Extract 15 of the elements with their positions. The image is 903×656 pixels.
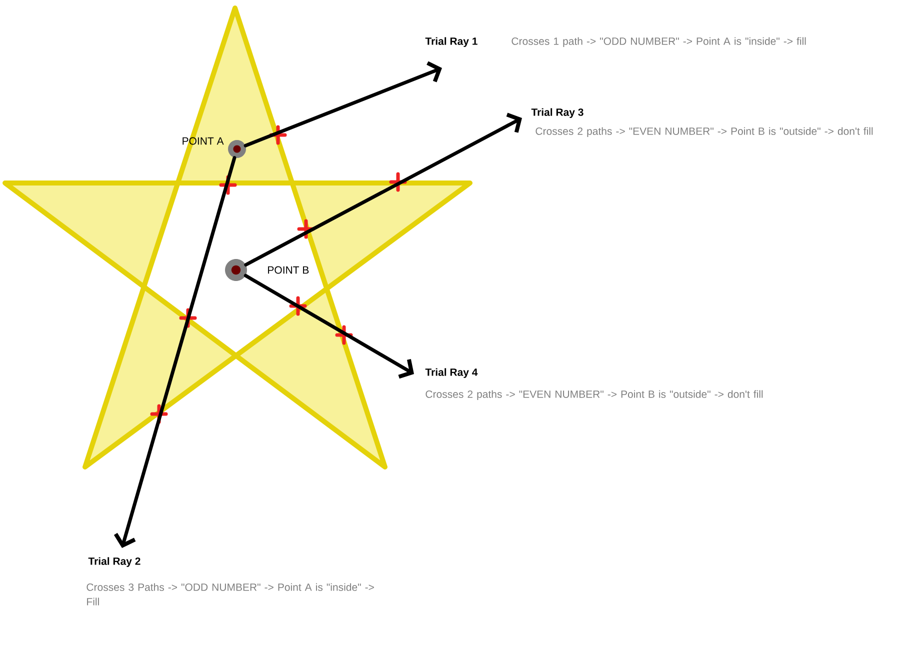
point-marker: [225, 259, 247, 281]
ray-description: Crosses 2 paths -> "EVEN NUMBER" -> Point B is "outside" -> don't fill: [426, 390, 763, 400]
ray-heading: Trial Ray 1: [425, 37, 478, 47]
ray-arrow: [244, 112, 522, 266]
point-label: POINT B: [268, 266, 309, 274]
ray-arrow: [244, 274, 414, 379]
ray-arrow: [244, 61, 442, 148]
ray-description: Crosses 1 path -> "ODD NUMBER" -> Point A is "inside" -> fill: [512, 37, 806, 47]
ray-heading: Trial Ray 2: [88, 557, 140, 567]
ray-description: Crosses 2 paths -> "EVEN NUMBER" -> Point B is "outside" -> don't fill: [536, 127, 873, 137]
ray-arrow: [114, 156, 236, 548]
ray-heading: Trial Ray 4: [425, 368, 478, 378]
ray-description: Crosses 3 Paths -> "ODD NUMBER" -> Point A is "inside" -> Fill: [86, 583, 374, 606]
ray-heading: Trial Ray 3: [531, 108, 584, 118]
point-marker: [228, 140, 246, 158]
